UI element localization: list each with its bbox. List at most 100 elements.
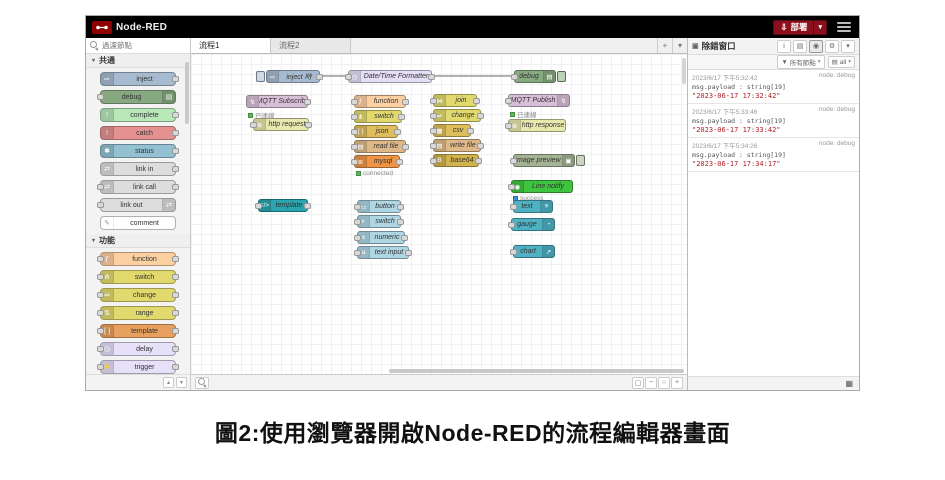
palette-node-status[interactable]: ✱status xyxy=(100,144,179,158)
flow-node-mqtt-subscribe[interactable]: ↯MQTT Subscribe xyxy=(246,95,311,108)
output-port[interactable] xyxy=(172,364,179,370)
output-port[interactable] xyxy=(428,73,435,80)
output-port[interactable] xyxy=(402,98,409,105)
output-port[interactable] xyxy=(172,256,179,262)
flow-node-line-notify[interactable]: ◉Line notify xyxy=(508,180,573,193)
palette-node-comment[interactable]: ✎comment xyxy=(100,216,176,230)
debug-tab-button[interactable]: ◉ xyxy=(809,39,823,53)
input-port[interactable] xyxy=(351,113,358,120)
flow-node-ui-chart[interactable]: chart↗ xyxy=(510,245,555,258)
input-port[interactable] xyxy=(505,97,512,104)
output-port[interactable] xyxy=(402,143,409,150)
input-port[interactable] xyxy=(97,364,104,370)
flow-node-switch[interactable]: ⋔switch xyxy=(351,110,405,123)
input-port[interactable] xyxy=(430,142,437,149)
deploy-button[interactable]: ⇩ 部署 ▾ xyxy=(773,19,827,35)
input-port[interactable] xyxy=(511,73,518,80)
output-port[interactable] xyxy=(477,112,484,119)
palette-node-delay[interactable]: ◷delay xyxy=(97,342,179,356)
canvas-horizontal-scrollbar[interactable] xyxy=(389,369,684,373)
output-port[interactable] xyxy=(405,249,412,256)
output-port[interactable] xyxy=(305,121,312,128)
output-port[interactable] xyxy=(316,73,323,80)
canvas-vertical-scrollbar[interactable] xyxy=(682,58,686,84)
palette-node-debug[interactable]: debug▤ xyxy=(97,90,176,104)
debug-feed-button[interactable]: ▤ all ▾ xyxy=(827,56,855,68)
palette-section-header-功能[interactable]: ▾功能 xyxy=(86,234,190,248)
tab-流程2[interactable]: 流程2 xyxy=(271,38,351,53)
output-port[interactable] xyxy=(467,127,474,134)
help-tab-button[interactable]: ▤ xyxy=(793,39,807,53)
flow-node-ui-gauge[interactable]: gauge◔ xyxy=(508,218,555,231)
palette-node-link-out[interactable]: link out⇄ xyxy=(97,198,176,212)
output-port[interactable] xyxy=(172,346,179,352)
palette-node-switch[interactable]: ⋔switch xyxy=(97,270,179,284)
zoom-reset-button[interactable]: ○ xyxy=(658,376,670,389)
palette-node-range[interactable]: ⇅range xyxy=(97,306,179,320)
palette-scroll-down-button[interactable]: ▾ xyxy=(176,377,187,388)
flow-node-ui-text[interactable]: text≡ xyxy=(510,200,553,213)
output-port[interactable] xyxy=(401,234,408,241)
flow-node-ui-numeric[interactable]: ±numeric xyxy=(354,231,408,244)
input-port[interactable] xyxy=(510,248,517,255)
input-port[interactable] xyxy=(250,121,257,128)
output-port[interactable] xyxy=(172,292,179,298)
output-port[interactable] xyxy=(172,112,179,118)
output-port[interactable] xyxy=(304,98,311,105)
output-port[interactable] xyxy=(477,142,484,149)
palette-scrollbar[interactable] xyxy=(185,62,189,124)
input-port[interactable] xyxy=(97,292,104,298)
output-port[interactable] xyxy=(172,130,179,136)
input-port[interactable] xyxy=(430,112,437,119)
input-port[interactable] xyxy=(351,98,358,105)
debug-filter-button[interactable]: ▼ 所有節點 ▾ xyxy=(777,55,825,69)
flow-node-http-response[interactable]: ⊕http response xyxy=(505,119,566,132)
inject-button[interactable] xyxy=(256,71,265,82)
config-tab-button[interactable]: ⚙ xyxy=(825,39,839,53)
info-tab-button[interactable]: i xyxy=(777,39,791,53)
flow-node-ui-button[interactable]: ▭button xyxy=(354,200,404,213)
input-port[interactable] xyxy=(430,127,437,134)
deploy-options-caret-icon[interactable]: ▾ xyxy=(813,20,826,34)
palette-scroll-up-button[interactable]: ▴ xyxy=(163,377,174,388)
output-port[interactable] xyxy=(397,203,404,210)
zoom-in-button[interactable]: + xyxy=(671,376,683,389)
flow-node-inject[interactable]: ⇨inject 時 xyxy=(256,70,323,83)
image-preview-button[interactable] xyxy=(576,155,585,166)
input-port[interactable] xyxy=(351,158,358,165)
input-port[interactable] xyxy=(508,183,515,190)
flow-node-debug[interactable]: debug▤ xyxy=(511,70,566,83)
flow-node-join[interactable]: ⋈join xyxy=(430,94,480,107)
flow-node-mqtt-publish[interactable]: MQTT Publish↯ xyxy=(505,94,570,107)
palette-section-header-共通[interactable]: ▾共通 xyxy=(86,54,190,68)
output-port[interactable] xyxy=(172,274,179,280)
output-port[interactable] xyxy=(473,97,480,104)
input-port[interactable] xyxy=(97,274,104,280)
input-port[interactable] xyxy=(97,328,104,334)
input-port[interactable] xyxy=(351,128,358,135)
flow-node-datetime-formatter[interactable]: ◷Date/Time Formatter xyxy=(345,70,435,83)
output-port[interactable] xyxy=(398,113,405,120)
input-port[interactable] xyxy=(510,157,517,164)
output-port[interactable] xyxy=(172,310,179,316)
palette-node-link-call[interactable]: ⇄link call xyxy=(97,180,179,194)
input-port[interactable] xyxy=(97,310,104,316)
palette-node-trigger[interactable]: ⚡trigger xyxy=(97,360,179,374)
navigator-button[interactable]: ▢ xyxy=(632,376,644,389)
add-flow-button[interactable]: + xyxy=(657,38,672,53)
input-port[interactable] xyxy=(354,234,361,241)
input-port[interactable] xyxy=(505,122,512,129)
output-port[interactable] xyxy=(172,76,179,82)
input-port[interactable] xyxy=(97,346,104,352)
sidebar-collapse-icon[interactable]: ▦ xyxy=(845,379,853,388)
palette-node-change[interactable]: ⇌change xyxy=(97,288,179,302)
palette-node-template[interactable]: { }template xyxy=(97,324,179,338)
debug-button[interactable] xyxy=(557,71,566,82)
flow-node-ui-switch[interactable]: ◐switch xyxy=(354,215,404,228)
input-port[interactable] xyxy=(510,203,517,210)
output-port[interactable] xyxy=(304,202,311,209)
palette-node-link-in[interactable]: ⇄link in xyxy=(100,162,179,176)
